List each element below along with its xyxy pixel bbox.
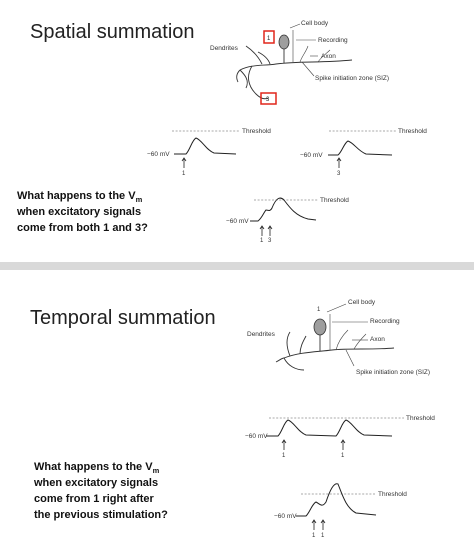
site-3-label: 3 [266,97,270,103]
threshold-label: Threshold [320,197,349,204]
cell-body-label: Cell body [348,299,376,306]
question-text: What happens to the V [34,461,153,473]
siz-label: Spike initiation zone (SIZ) [315,75,389,82]
dendrite-branch [353,333,367,350]
spatial-summation-panel: Spatial summation Cell body Recording [0,0,474,262]
resting-potential-label: −60 mV [226,218,249,225]
dendrite-branch [245,45,263,65]
trace-stim-3 [328,130,397,168]
spatial-question: What happens to the Vm when excitatory s… [16,190,148,234]
trace-combined [250,197,318,236]
cell-body-label: Cell body [301,20,329,27]
stim-1-label: 1 [312,533,316,539]
question-line: when excitatory signals [16,206,141,218]
stim-arrow [281,439,287,450]
axon-label: Axon [321,53,336,60]
temporal-summation-figure: Temporal summation Cell body Recording A… [30,299,435,539]
trace-stim-1 [172,130,240,168]
dendrite-branch [317,49,331,63]
dendrite-branch [283,357,305,371]
epsp-curve [174,137,237,155]
spatial-summation-figure: Spatial summation Cell body Recording [16,20,427,244]
dendrite-trunk [283,347,395,359]
stim-arrow [259,225,265,236]
siz-leader [301,61,315,77]
resting-potential-label: −60 mV [300,152,323,159]
question-subscript: m [136,195,143,204]
axon-label: Axon [370,336,385,343]
temporal-summation-title: Temporal summation [30,307,216,329]
dendrite-branch [239,69,248,89]
dendrite-branch [275,357,285,363]
recording-label: Recording [370,318,400,325]
spatial-neuron-diagram [236,23,353,100]
dendrite-branch [248,65,269,100]
site-3-highlight [260,92,277,105]
dendrite-branch [299,45,309,63]
question-line: What happens to the Vm [34,461,160,475]
stim-arrow [340,439,346,450]
question-text: What happens to the V [17,190,136,202]
cell-body-leader [326,303,347,313]
stim-1-label: 1 [321,533,325,539]
question-subscript: m [153,466,160,475]
site-1-highlight [263,30,275,44]
question-line: come from both 1 and 3? [17,222,148,234]
summed-epsp-curve [250,197,317,222]
threshold-label: Threshold [398,128,427,135]
dendrite-branch [335,329,349,351]
dendrite-trunk [239,59,353,71]
threshold-label: Threshold [406,415,435,422]
stim-1-label: 1 [182,171,186,177]
stim-arrow [267,225,273,236]
stim-3-label: 3 [268,238,272,244]
recording-label: Recording [318,37,348,44]
threshold-label: Threshold [378,491,407,498]
epsp-curve [328,140,393,156]
question-line: the previous stimulation? [34,509,168,521]
dendrites-label: Dendrites [247,331,276,338]
question-line: What happens to the Vm [17,190,143,204]
dendrite-branch [299,335,307,355]
dendrite-branch [286,331,291,357]
site-1-label: 1 [267,36,271,42]
stim-1-label: 1 [260,238,264,244]
question-line: when excitatory signals [33,477,158,489]
siz-label: Spike initiation zone (SIZ) [356,369,430,376]
resting-potential-label: −60 mV [274,513,297,520]
summed-epsp-curve [296,483,377,517]
question-line: come from 1 right after [34,493,155,505]
temporal-summation-panel: Temporal summation Cell body Recording A… [0,270,474,541]
stim-1-label: 1 [341,453,345,459]
dendrite-branch [257,51,271,65]
spatial-summation-title: Spatial summation [30,21,195,43]
trace-rapid-stimuli [296,483,377,530]
cell-body [313,318,327,336]
cell-body [278,34,290,50]
temporal-question: What happens to the Vm when excitatory s… [33,461,168,521]
stim-arrow [320,519,326,530]
resting-potential-label: −60 mV [147,151,170,158]
temporal-neuron-diagram [275,303,395,371]
siz-leader [345,349,355,367]
stim-arrow [311,519,317,530]
stim-arrow [336,157,342,168]
threshold-label: Threshold [242,128,271,135]
dendrite-branch [236,69,241,83]
cell-body-leader [289,23,301,29]
stim-1-label: 1 [282,453,286,459]
site-1-label: 1 [317,307,321,313]
trace-spaced-stimuli [266,417,404,450]
panel-divider [0,262,474,270]
stim-arrow [181,157,187,168]
resting-potential-label: −60 mV [245,433,268,440]
epsp-curve [266,419,393,437]
dendrites-label: Dendrites [210,45,239,52]
stim-3-label: 3 [337,171,341,177]
